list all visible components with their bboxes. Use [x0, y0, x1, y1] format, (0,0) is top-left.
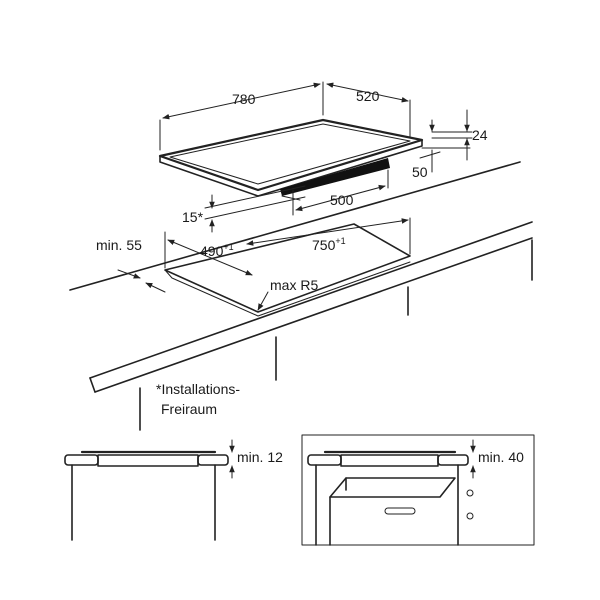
worktop-back-edge: [69, 161, 521, 291]
label-24: 24: [472, 127, 488, 143]
label-min-40: min. 40: [478, 449, 524, 465]
radius-callout: max R5: [257, 277, 318, 311]
hob-underside-box: [280, 158, 390, 196]
dimension-750: 750+1: [246, 217, 411, 255]
dimension-50: 50: [412, 147, 471, 180]
label-780: 780: [232, 91, 256, 107]
label-500: 500: [330, 192, 354, 208]
hob-inner-edge: [169, 123, 411, 185]
label-490: 490+1: [200, 242, 234, 259]
dimension-490: 490+1: [164, 231, 253, 276]
dimension-500: 500: [292, 169, 389, 216]
dimension-24: 24: [429, 109, 488, 161]
label-min-12: min. 12: [237, 449, 283, 465]
label-50: 50: [412, 164, 428, 180]
detail-frame: [301, 434, 535, 546]
dimension-780: 780: [159, 81, 324, 151]
note-line-2: Freiraum: [161, 401, 217, 417]
worktop-front-bottom: [94, 237, 533, 393]
detail-min-12: min. 12: [64, 439, 283, 541]
label-max-r5: max R5: [270, 277, 318, 293]
cutout-outline: [164, 223, 411, 313]
hob-underside-line: [281, 195, 301, 201]
worktop-front-edge: [89, 221, 533, 379]
detail-min-40: min. 40: [301, 434, 535, 546]
hob: [158, 118, 424, 201]
label-520: 520: [356, 88, 380, 104]
label-15: 15*: [182, 209, 204, 225]
label-750: 750+1: [312, 236, 346, 253]
label-min-55: min. 55: [96, 237, 142, 253]
dimension-520: 520: [326, 82, 411, 139]
note-line-1: *Installations-: [156, 381, 240, 397]
dimension-15: 15*: [182, 185, 306, 233]
oven-handle: [384, 507, 416, 515]
dimension-min-55: min. 55: [96, 237, 166, 293]
oven-top: [329, 477, 456, 498]
